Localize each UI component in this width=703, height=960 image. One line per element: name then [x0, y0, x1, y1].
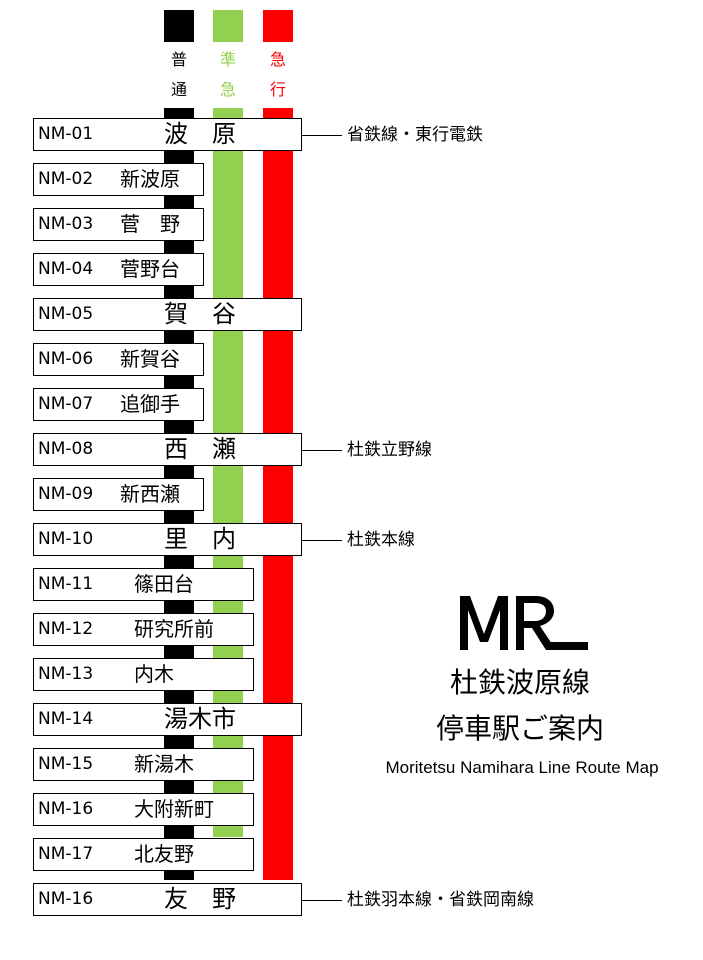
connection-line [302, 900, 342, 901]
station-box: NM-15 新湯木 [33, 748, 254, 781]
connection-label: 省鉄線・東行電鉄 [347, 125, 483, 145]
station-box: NM-01 波 原 [33, 118, 302, 151]
station-box: NM-14 湯木市 [33, 703, 302, 736]
station-code: NM-04 [38, 259, 94, 279]
semi-express-label-gap [213, 42, 243, 108]
station-box: NM-06 新賀谷 [33, 343, 204, 376]
station-code: NM-11 [38, 574, 94, 594]
station-code: NM-09 [38, 484, 94, 504]
station-code: NM-06 [38, 349, 94, 369]
station-code: NM-08 [38, 439, 94, 459]
title-line-english: Moritetsu Namihara Line Route Map [385, 758, 659, 777]
station-name: 賀 谷 [164, 300, 236, 328]
station-code: NM-16 [38, 889, 94, 909]
station-box: NM-11 篠田台 [33, 568, 254, 601]
station-name: 菅野台 [120, 257, 180, 281]
station-code: NM-01 [38, 124, 94, 144]
station-box: NM-13 内木 [33, 658, 254, 691]
station-box: NM-05 賀 谷 [33, 298, 302, 331]
station-box: NM-17 北友野 [33, 838, 254, 871]
local-label-1: 普 [170, 50, 187, 69]
station-name: 湯木市 [164, 705, 236, 733]
station-code: NM-10 [38, 529, 94, 549]
connection-label: 杜鉄本線 [347, 530, 415, 550]
station-box: NM-09 新西瀬 [33, 478, 204, 511]
station-name: 追御手 [120, 392, 180, 416]
station-code: NM-17 [38, 844, 94, 864]
semi-express-label-1: 準 [219, 50, 236, 69]
station-code: NM-13 [38, 664, 94, 684]
express-label-gap [263, 42, 293, 108]
station-name: 西 瀬 [164, 435, 236, 463]
connection-line [302, 540, 342, 541]
station-code: NM-14 [38, 709, 94, 729]
station-name: 内木 [134, 662, 174, 686]
station-box: NM-07 追御手 [33, 388, 204, 421]
station-name: 新湯木 [134, 752, 194, 776]
station-name: 菅 野 [120, 212, 180, 236]
express-label-1: 急 [269, 50, 286, 69]
connection-label: 杜鉄立野線 [347, 440, 432, 460]
title-line-name: 杜鉄波原線 [449, 666, 590, 699]
station-name: 里 内 [164, 525, 236, 553]
local-label-gap [164, 42, 194, 108]
station-box: NM-12 研究所前 [33, 613, 254, 646]
connection-line [302, 135, 342, 136]
title-line-guide: 停車駅ご案内 [435, 712, 604, 745]
station-box: NM-08 西 瀬 [33, 433, 302, 466]
station-code: NM-07 [38, 394, 94, 414]
station-name: 友 野 [164, 885, 236, 913]
station-box: NM-02 新波原 [33, 163, 204, 196]
connection-line [302, 450, 342, 451]
station-name: 新波原 [120, 167, 180, 191]
express-label-2: 行 [269, 80, 286, 99]
station-name: 新西瀬 [120, 482, 180, 506]
station-name: 新賀谷 [120, 347, 180, 371]
station-box: NM-16 大附新町 [33, 793, 254, 826]
station-name: 研究所前 [134, 617, 214, 641]
station-code: NM-12 [38, 619, 94, 639]
mr-logo-icon [460, 596, 588, 650]
station-box: NM-03 菅 野 [33, 208, 204, 241]
station-code: NM-16 [38, 799, 94, 819]
station-box: NM-10 里 内 [33, 523, 302, 556]
semi-express-label-2: 急 [219, 80, 236, 99]
station-name: 波 原 [164, 120, 236, 148]
station-name: 北友野 [134, 842, 194, 866]
local-label-2: 通 [170, 80, 187, 99]
station-box: NM-16 友 野 [33, 883, 302, 916]
station-code: NM-03 [38, 214, 94, 234]
station-code: NM-15 [38, 754, 94, 774]
station-name: 大附新町 [134, 797, 214, 821]
connection-label: 杜鉄羽本線・省鉄岡南線 [347, 890, 534, 910]
station-box: NM-04 菅野台 [33, 253, 204, 286]
station-name: 篠田台 [134, 572, 194, 596]
station-code: NM-05 [38, 304, 94, 324]
station-code: NM-02 [38, 169, 94, 189]
